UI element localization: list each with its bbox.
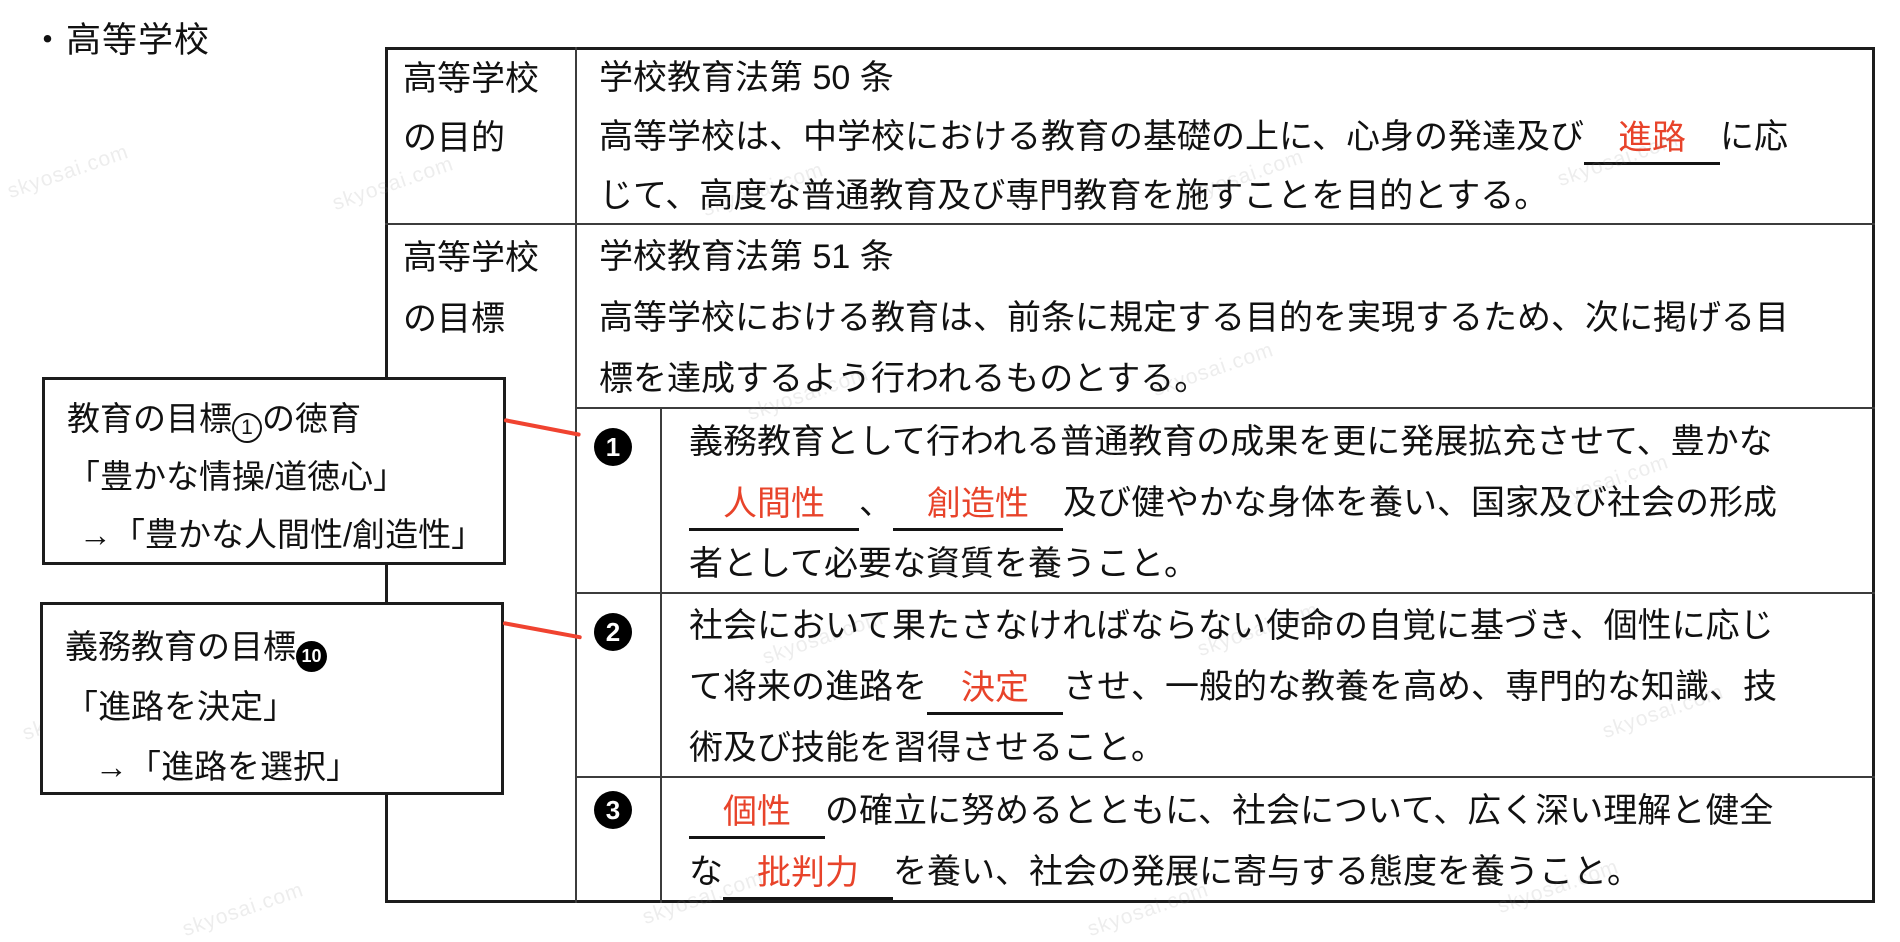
- text-line: 高等学校における教育は、前条に規定する目的を実現するため、次に掲げる目: [599, 288, 1865, 349]
- answer-text: 進路: [1617, 119, 1686, 157]
- watermark: skyosai.com: [4, 140, 132, 203]
- answer-blank: 創造性: [893, 480, 1063, 531]
- text-line: 人間性、創造性及び健やかな身体を養い、国家及び社会の形成: [689, 473, 1867, 534]
- row-header-purpose: 高等学校の目的: [403, 50, 571, 168]
- text-segment: 学校教育法第 51 条: [599, 238, 894, 276]
- text-segment: させ、一般的な教養を高め、専門的な知識、技: [1063, 668, 1777, 706]
- law-article-51-row: 学校教育法第 51 条高等学校における教育は、前条に規定する目的を実現するため、…: [599, 227, 1865, 410]
- text-segment: 義務教育として行われる普通教育の成果を更に発展拡充させて、豊かな: [689, 423, 1773, 461]
- row-header-goals: 高等学校の目標: [403, 228, 571, 350]
- table-column-divider: [575, 47, 577, 903]
- watermark: skyosai.com: [179, 878, 307, 941]
- answer-text: 批判力: [757, 854, 859, 892]
- text-segment: を養い、社会の発展に寄与する態度を養うこと。: [893, 853, 1641, 891]
- text-segment: 「豊かな情操/道徳心」: [67, 458, 407, 495]
- text-line: 「進路を決定」: [65, 677, 501, 737]
- text-line: の目的: [403, 109, 571, 168]
- answer-blank: 批判力: [723, 849, 893, 900]
- table-row-divider: [575, 407, 1875, 409]
- worksheet-page: { "page_title": "・高等学校", "watermark": "s…: [4, 21, 1875, 941]
- text-segment: な: [689, 853, 723, 891]
- text-segment: て将来の進路を: [689, 668, 927, 706]
- item-number-badge-1: 1: [594, 428, 632, 466]
- text-segment: の確立に努めるとともに、社会について、広く深い理解と健全: [825, 792, 1774, 830]
- text-line: →「進路を選択」: [65, 737, 501, 797]
- text-segment: 高等学校は、中学校における教育の基礎の上に、心身の発達及び: [599, 118, 1584, 156]
- table-row-divider: [385, 223, 1875, 225]
- text-segment: →「豊かな人間性/創造性」: [79, 516, 485, 553]
- item-number-badge-2: 2: [594, 613, 632, 651]
- item-number-badge-3: 3: [594, 791, 632, 829]
- table-row-divider: [575, 776, 1875, 778]
- goal-item-3-row: 個性の確立に努めるとともに、社会について、広く深い理解と健全な批判力を養い、社会…: [689, 781, 1867, 903]
- text-segment: 高等学校における教育は、前条に規定する目的を実現するため、次に掲げる目: [599, 299, 1789, 337]
- text-segment: に応: [1719, 118, 1788, 156]
- text-line: 「豊かな情操/道徳心」: [67, 448, 503, 506]
- goal-item-1-row: 義務教育として行われる普通教育の成果を更に発展拡充させて、豊かな人間性、創造性及…: [689, 412, 1867, 595]
- text-segment: 義務教育の目標: [65, 628, 296, 665]
- law-article-50-row: 学校教育法第 50 条高等学校は、中学校における教育の基礎の上に、心身の発達及び…: [599, 49, 1865, 226]
- text-line: 術及び技能を習得させること。: [689, 718, 1867, 779]
- text-segment: 、: [859, 484, 893, 522]
- text-segment: じて、高度な普通教育及び専門教育を施すことを目的とする。: [599, 177, 1549, 215]
- text-line: じて、高度な普通教育及び専門教育を施すことを目的とする。: [599, 167, 1865, 226]
- text-segment: 学校教育法第 50 条: [599, 59, 894, 97]
- text-segment: の徳育: [262, 400, 361, 437]
- text-segment: 「進路を決定」: [65, 688, 296, 725]
- text-segment: 術及び技能を習得させること。: [689, 729, 1165, 767]
- text-line: 者として必要な資質を養うこと。: [689, 534, 1867, 595]
- text-segment: の目的: [403, 119, 505, 157]
- circled-number-badge: 1: [232, 413, 262, 443]
- text-line: 義務教育として行われる普通教育の成果を更に発展拡充させて、豊かな: [689, 412, 1867, 473]
- text-line: な批判力を養い、社会の発展に寄与する態度を養うこと。: [689, 842, 1867, 903]
- text-line: 個性の確立に努めるとともに、社会について、広く深い理解と健全: [689, 781, 1867, 842]
- table-number-column-divider: [660, 408, 662, 903]
- answer-text: 人間性: [723, 485, 825, 523]
- text-line: 社会において果たさなければならない使命の自覚に基づき、個性に応じ: [689, 596, 1867, 657]
- text-segment: 高等学校: [403, 239, 539, 277]
- text-segment: の目標: [403, 300, 505, 338]
- page-title: ・高等学校: [30, 21, 211, 60]
- text-line: 高等学校は、中学校における教育の基礎の上に、心身の発達及び進路に応: [599, 108, 1865, 167]
- text-line: 高等学校: [403, 228, 571, 289]
- text-line: 学校教育法第 50 条: [599, 49, 1865, 108]
- goal-item-2-row: 社会において果たさなければならない使命の自覚に基づき、個性に応じて将来の進路を決…: [689, 596, 1867, 779]
- text-segment: 者として必要な資質を養うこと。: [689, 545, 1198, 583]
- text-segment: 社会において果たさなければならない使命の自覚に基づき、個性に応じ: [689, 607, 1774, 645]
- text-line: の目標: [403, 289, 571, 350]
- text-segment: 高等学校: [403, 60, 539, 98]
- text-segment: →「進路を選択」: [95, 748, 359, 785]
- answer-blank: 決定: [927, 664, 1063, 715]
- text-segment: 及び健やかな身体を養い、国家及び社会の形成: [1063, 484, 1777, 522]
- text-line: 高等学校: [403, 50, 571, 109]
- answer-text: 個性: [723, 793, 791, 831]
- answer-blank: 進路: [1583, 114, 1720, 165]
- text-line: →「豊かな人間性/創造性」: [67, 506, 503, 564]
- text-line: 標を達成するよう行われるものとする。: [599, 349, 1865, 410]
- answer-blank: 人間性: [689, 480, 859, 531]
- text-segment: 標を達成するよう行われるものとする。: [599, 360, 1209, 398]
- text-line: て将来の進路を決定させ、一般的な教養を高め、専門的な知識、技: [689, 657, 1867, 718]
- text-segment: 教育の目標: [67, 400, 232, 437]
- circled-number-badge: 10: [296, 640, 327, 672]
- text-line: 学校教育法第 51 条: [599, 227, 1865, 288]
- answer-blank: 個性: [689, 788, 825, 839]
- answer-text: 決定: [961, 669, 1029, 707]
- table-row-divider: [575, 592, 1875, 594]
- answer-text: 創造性: [927, 485, 1029, 523]
